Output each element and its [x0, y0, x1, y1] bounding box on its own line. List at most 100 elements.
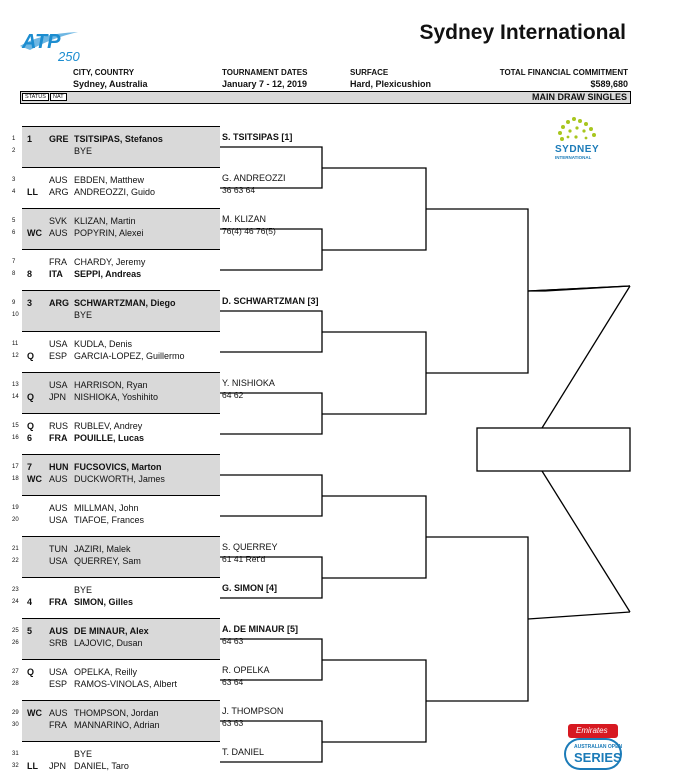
player-nationality: ESP — [49, 351, 68, 361]
player-name: JAZIRI, Malek — [74, 544, 131, 554]
commitment-value: $589,680 — [590, 79, 628, 89]
ao-series-badge-icon — [564, 724, 622, 770]
player-status: Q — [27, 351, 35, 361]
r2-connector-8 — [220, 720, 323, 763]
player-status: Q — [27, 667, 35, 677]
player-name: LAJOVIC, Dusan — [74, 638, 143, 648]
player-name: BYE — [74, 146, 93, 156]
surface-value: Hard, Plexicushion — [350, 79, 432, 89]
player-name: DUCKWORTH, James — [74, 474, 165, 484]
qf-connector-2 — [322, 331, 427, 415]
player-name: EBDEN, Matthew — [74, 175, 145, 185]
draw-type-label: MAIN DRAW SINGLES — [531, 92, 627, 102]
player-name: GARCIA-LOPEZ, Guillermo — [74, 351, 185, 361]
round2-player-name: M. KLIZAN — [222, 214, 267, 224]
player-status: LL — [27, 761, 38, 771]
round1-score: 61 41 Ret'd — [222, 554, 266, 564]
player-name: RUBLEV, Andrey — [74, 421, 143, 431]
player-name: RAMOS-VINOLAS, Albert — [74, 679, 178, 689]
r2-connector-7 — [220, 638, 323, 681]
round1-score: 36 63 64 — [222, 185, 256, 195]
draw-position: 4 — [12, 189, 16, 195]
r2-connector-3 — [220, 310, 323, 353]
atp-logo-text: ATP — [21, 31, 61, 53]
surface-label: SURFACE — [350, 68, 389, 77]
player-nationality: AUS — [49, 626, 69, 636]
city-label: CITY, COUNTRY — [73, 68, 135, 77]
player-name: KUDLA, Denis — [74, 339, 133, 349]
round1-score: 63 64 — [222, 677, 244, 687]
round1-score: 64 62 — [222, 390, 244, 400]
draw-position: 1 — [12, 136, 16, 142]
draw-position: 22 — [12, 558, 19, 564]
player-nationality: FRA — [49, 257, 67, 267]
player-name: BYE — [74, 310, 93, 320]
player-nationality: AUS — [49, 503, 68, 513]
player-status: LL — [27, 187, 38, 197]
player-name: MANNARINO, Adrian — [74, 720, 160, 730]
champion-box — [476, 427, 631, 472]
final-diag-top — [541, 285, 631, 429]
player-nationality: ARG — [49, 187, 69, 197]
draw-position: 19 — [12, 505, 19, 511]
sf-connector-2 — [426, 536, 529, 702]
draw-position: 13 — [12, 382, 19, 388]
commitment-label: TOTAL FINANCIAL COMMITMENT — [499, 68, 628, 77]
player-status: 1 — [27, 134, 33, 144]
player-nationality: USA — [49, 339, 68, 349]
draw-position: 15 — [12, 423, 19, 429]
player-nationality: GRE — [49, 134, 69, 144]
r2-connector-4 — [220, 392, 323, 435]
player-nationality: HUN — [49, 462, 69, 472]
player-name: HARRISON, Ryan — [74, 380, 148, 390]
draw-position: 20 — [12, 517, 19, 523]
round2-player-name: D. SCHWARTZMAN [3] — [222, 296, 319, 306]
draw-position: 24 — [12, 599, 19, 605]
round2-player-name: Y. NISHIOKA — [222, 378, 275, 388]
sydney-logo-line2: INTERNATIONAL — [555, 155, 592, 160]
draw-position: 25 — [12, 628, 19, 634]
player-nationality: USA — [49, 515, 68, 525]
round2-player-name: R. OPELKA — [222, 665, 270, 675]
round2-player-name: T. DANIEL — [222, 747, 265, 757]
player-nationality: JPN — [49, 392, 67, 402]
qf-connector-3 — [322, 495, 427, 579]
player-name: SEPPI, Andreas — [74, 269, 142, 279]
player-nationality: ESP — [49, 679, 68, 689]
player-nationality: FRA — [49, 433, 68, 443]
draw-position: 8 — [12, 271, 16, 277]
player-name: POUILLE, Lucas — [74, 433, 145, 443]
draw-position: 31 — [12, 751, 19, 757]
final-line-bottom — [527, 611, 631, 620]
dates-value: January 7 - 12, 2019 — [222, 79, 308, 89]
draw-position: 5 — [12, 218, 16, 224]
player-status: 4 — [27, 597, 33, 607]
draw-position: 7 — [12, 259, 16, 265]
status-column-label: STATUS — [22, 93, 49, 101]
player-name: KLIZAN, Martin — [74, 216, 136, 226]
